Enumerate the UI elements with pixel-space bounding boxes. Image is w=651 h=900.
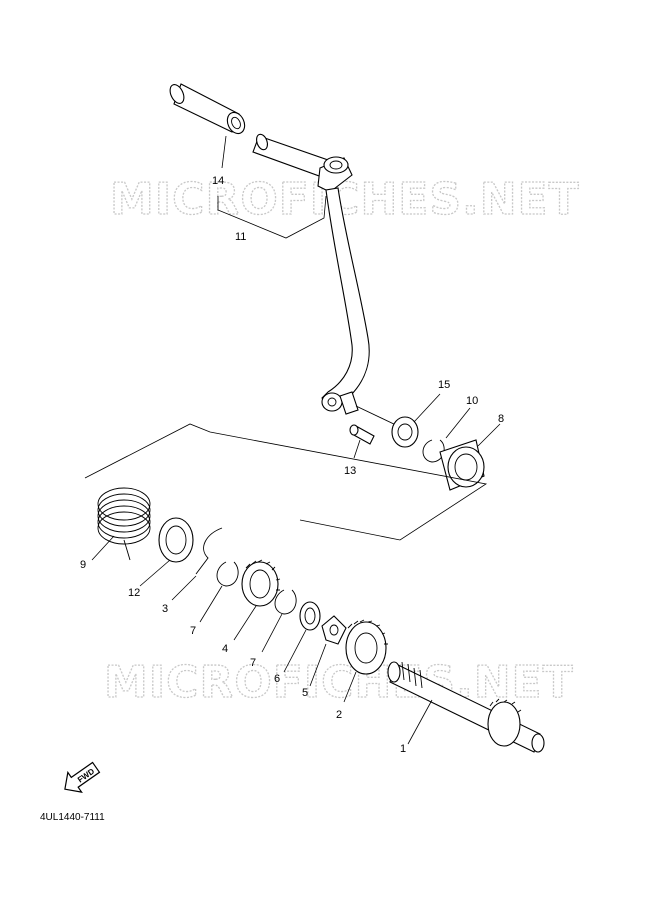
washer-part — [299, 601, 321, 631]
circlip-7a-part — [216, 561, 239, 587]
pinch-bolt-part — [349, 424, 375, 445]
callout-8: 8 — [498, 413, 504, 425]
callout-5: 5 — [302, 687, 308, 699]
diagram-code: 4UL1440-7111 — [40, 812, 105, 823]
callout-6: 6 — [274, 673, 280, 685]
kick-gear-part — [345, 619, 388, 675]
torsion-spring-part — [97, 487, 151, 561]
ratchet-wheel-part — [241, 559, 281, 607]
spring-clip-part — [195, 527, 223, 575]
oil-seal-part — [391, 416, 419, 448]
callout-11: 10 — [466, 395, 478, 407]
kick-axle-part — [387, 661, 545, 753]
kick-pedal-boss — [317, 156, 353, 193]
kick-crank-lever — [321, 187, 399, 427]
clip-5-part — [321, 615, 347, 645]
watermark-bottom: MICROFICHES.NET — [104, 657, 574, 708]
callout-9: 9 — [80, 559, 86, 571]
callout-7a: 7 — [190, 625, 196, 637]
callout-12: 11 — [235, 231, 246, 243]
callout-15: 15 — [438, 379, 450, 391]
callout-13: 14 — [212, 175, 224, 187]
leader-lines — [91, 135, 501, 745]
spring-guide-part — [158, 517, 194, 563]
callout-1: 1 — [400, 743, 406, 755]
fwd-arrow-icon: FWD — [64, 761, 101, 793]
circlip-11-part — [422, 439, 445, 463]
kick-grip-part — [169, 83, 246, 135]
group-bracket — [84, 423, 488, 541]
circlip-7b-part — [274, 589, 297, 615]
kick-pedal-shaft — [252, 133, 329, 178]
watermark-top: MICROFICHES.NET — [110, 174, 580, 225]
bracket-12 — [217, 195, 327, 239]
callout-2: 2 — [336, 709, 342, 721]
callout-7b: 7 — [250, 657, 256, 669]
callout-3: 3 — [162, 603, 168, 615]
callout-10: 12 — [128, 587, 140, 599]
callout-4: 4 — [222, 643, 228, 655]
callout-14: 13 — [344, 465, 356, 477]
kick-crank-assembly — [169, 83, 399, 427]
